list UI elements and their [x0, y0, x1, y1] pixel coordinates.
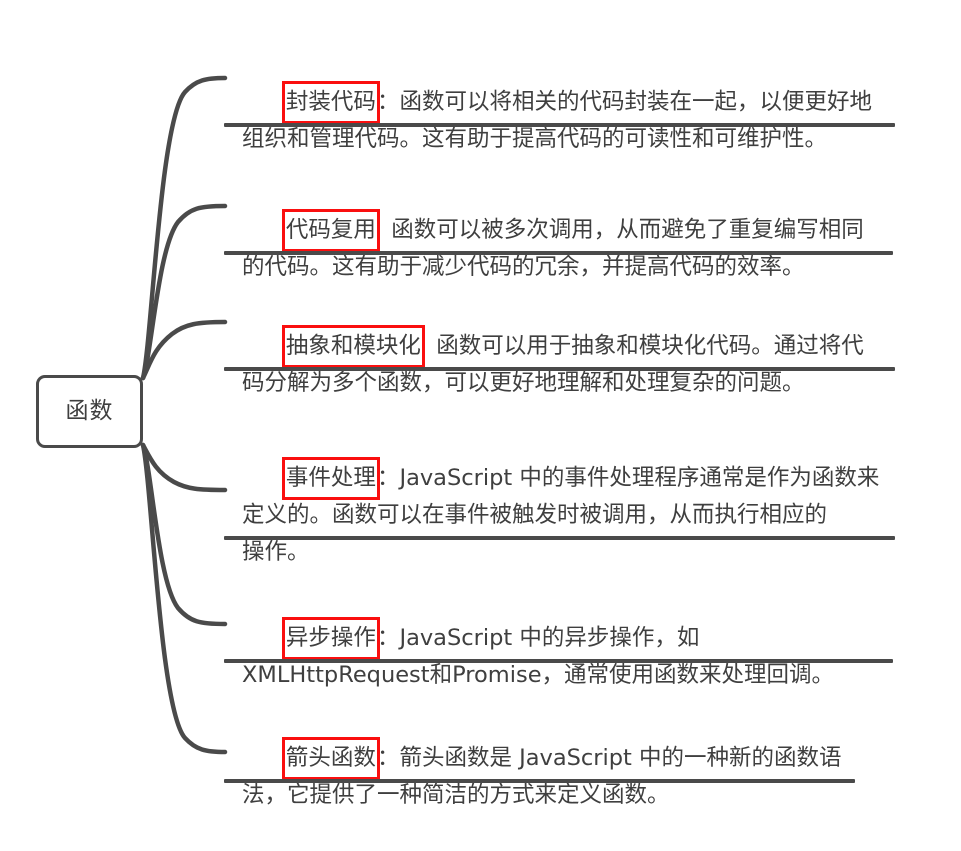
- branch-keyword-2: 代码复用: [285, 212, 377, 249]
- branch-body-1: ：函数可以将相关的代码封装在一起，以便更好地 组织和管理代码。这有助于提高代码的…: [242, 89, 872, 152]
- branch-body-5: ：JavaScript 中的异步操作，如 XMLHttpRequest和Prom…: [242, 625, 835, 688]
- branch-node-5[interactable]: 异步操作：JavaScript 中的异步操作，如 XMLHttpRequest和…: [224, 583, 896, 731]
- branch-rule-2: [224, 251, 893, 255]
- branch-node-1[interactable]: 封装代码：函数可以将相关的代码封装在一起，以便更好地 组织和管理代码。这有助于提…: [224, 47, 899, 195]
- branch-keyword-3: 抽象和模块化: [285, 328, 422, 365]
- root-node-label: 函数: [65, 398, 114, 424]
- branch-text-2: 代码复用 函数可以被多次调用，从而避免了重复编写相同 的代码。这有助于减少代码的…: [224, 175, 896, 323]
- branch-keyword-1: 封装代码: [285, 84, 377, 121]
- branch-rule-4: [224, 536, 895, 540]
- branch-keyword-6: 箭头函数: [285, 740, 377, 777]
- branch-keyword-4: 事件处理: [285, 460, 377, 497]
- branch-rule-6: [224, 779, 855, 783]
- branch-text-4: 事件处理：JavaScript 中的事件处理程序通常是作为函数来 定义的。函数可…: [224, 423, 899, 608]
- connector-branch-5: [140, 442, 228, 627]
- branch-text-6: 箭头函数：箭头函数是 JavaScript 中的一种新的函数语 法，它提供了一种…: [224, 703, 859, 851]
- branch-text-3: 抽象和模块化 函数可以用于抽象和模块化代码。通过将代 码分解为多个函数，可以更好…: [224, 291, 899, 439]
- root-node[interactable]: 函数: [36, 375, 143, 448]
- branch-body-4: ：JavaScript 中的事件处理程序通常是作为函数来 定义的。函数可以在事件…: [242, 465, 880, 565]
- connector-branch-3: [140, 319, 228, 381]
- branch-node-4[interactable]: 事件处理：JavaScript 中的事件处理程序通常是作为函数来 定义的。函数可…: [224, 423, 899, 608]
- branch-body-2: 函数可以被多次调用，从而避免了重复编写相同 的代码。这有助于减少代码的冗余，并提…: [242, 217, 864, 280]
- branch-node-6[interactable]: 箭头函数：箭头函数是 JavaScript 中的一种新的函数语 法，它提供了一种…: [224, 703, 859, 851]
- branch-rule-3: [224, 367, 895, 371]
- connector-branch-4: [140, 442, 228, 493]
- branch-text-1: 封装代码：函数可以将相关的代码封装在一起，以便更好地 组织和管理代码。这有助于提…: [224, 47, 899, 195]
- connector-branch-6: [140, 442, 228, 755]
- connector-branch-1: [140, 75, 228, 381]
- branch-node-2[interactable]: 代码复用 函数可以被多次调用，从而避免了重复编写相同 的代码。这有助于减少代码的…: [224, 175, 896, 323]
- branch-node-3[interactable]: 抽象和模块化 函数可以用于抽象和模块化代码。通过将代 码分解为多个函数，可以更好…: [224, 291, 899, 439]
- branch-body-6: ：箭头函数是 JavaScript 中的一种新的函数语 法，它提供了一种简洁的方…: [242, 745, 842, 808]
- branch-text-5: 异步操作：JavaScript 中的异步操作，如 XMLHttpRequest和…: [224, 583, 896, 731]
- branch-keyword-5: 异步操作: [285, 620, 377, 657]
- branch-body-3: 函数可以用于抽象和模块化代码。通过将代 码分解为多个函数，可以更好地理解和处理复…: [242, 333, 864, 396]
- branch-rule-5: [224, 659, 893, 663]
- branch-rule-1: [224, 123, 895, 127]
- connector-branch-2: [140, 203, 228, 381]
